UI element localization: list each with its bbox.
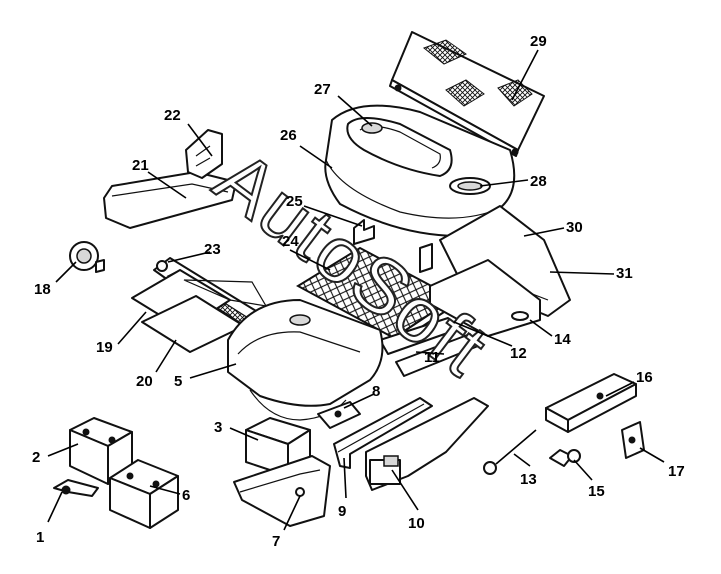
callout-6: 6 [182,487,190,504]
callout-18: 18 [34,281,51,298]
callout-3: 3 [214,419,222,436]
callout-31: 31 [616,265,633,282]
horn [69,241,105,273]
callout-9: 9 [338,503,346,520]
spare-wheel-cover [324,104,516,237]
callout-labels: 1 2 3 5 6 7 8 9 10 11 12 13 14 15 16 17 … [32,33,685,550]
callout-leaders [47,49,665,531]
towing-eye [549,449,581,467]
battery-large [109,459,179,529]
callout-24: 24 [282,233,299,250]
callout-1: 1 [36,529,44,546]
callout-2: 2 [32,449,40,466]
mounting-bracket [353,219,433,273]
small-bracket [621,421,645,459]
battery-clamp [53,479,99,497]
jack [365,397,489,491]
callout-5: 5 [174,373,182,390]
callout-29: 29 [530,33,547,50]
callout-8: 8 [372,383,380,400]
wheel-brace [483,429,537,475]
callout-14: 14 [554,331,571,348]
callout-20: 20 [136,373,153,390]
callout-10: 10 [408,515,425,532]
callout-16: 16 [636,369,653,386]
callout-25: 25 [286,193,303,210]
callout-21: 21 [132,157,149,174]
jack-support [333,397,433,469]
floor-rail [429,259,541,337]
clip [317,401,361,429]
callout-12: 12 [510,345,527,362]
callout-17: 17 [668,463,685,480]
callout-30: 30 [566,219,583,236]
battery-base [233,455,331,527]
left-trim [103,129,237,229]
callout-13: 13 [520,471,537,488]
callout-28: 28 [530,173,547,190]
callout-19: 19 [96,339,113,356]
floor-plate [131,269,268,353]
spare-wheel-well [227,299,384,421]
callout-26: 26 [280,127,297,144]
callout-27: 27 [314,81,331,98]
parcel-shelf-panel [389,31,545,157]
floor-strip [379,317,479,377]
callout-23: 23 [204,241,221,258]
callout-7: 7 [272,533,280,550]
callout-22: 22 [164,107,181,124]
callout-15: 15 [588,483,605,500]
tool-box [545,373,637,433]
callout-11: 11 [424,349,440,366]
